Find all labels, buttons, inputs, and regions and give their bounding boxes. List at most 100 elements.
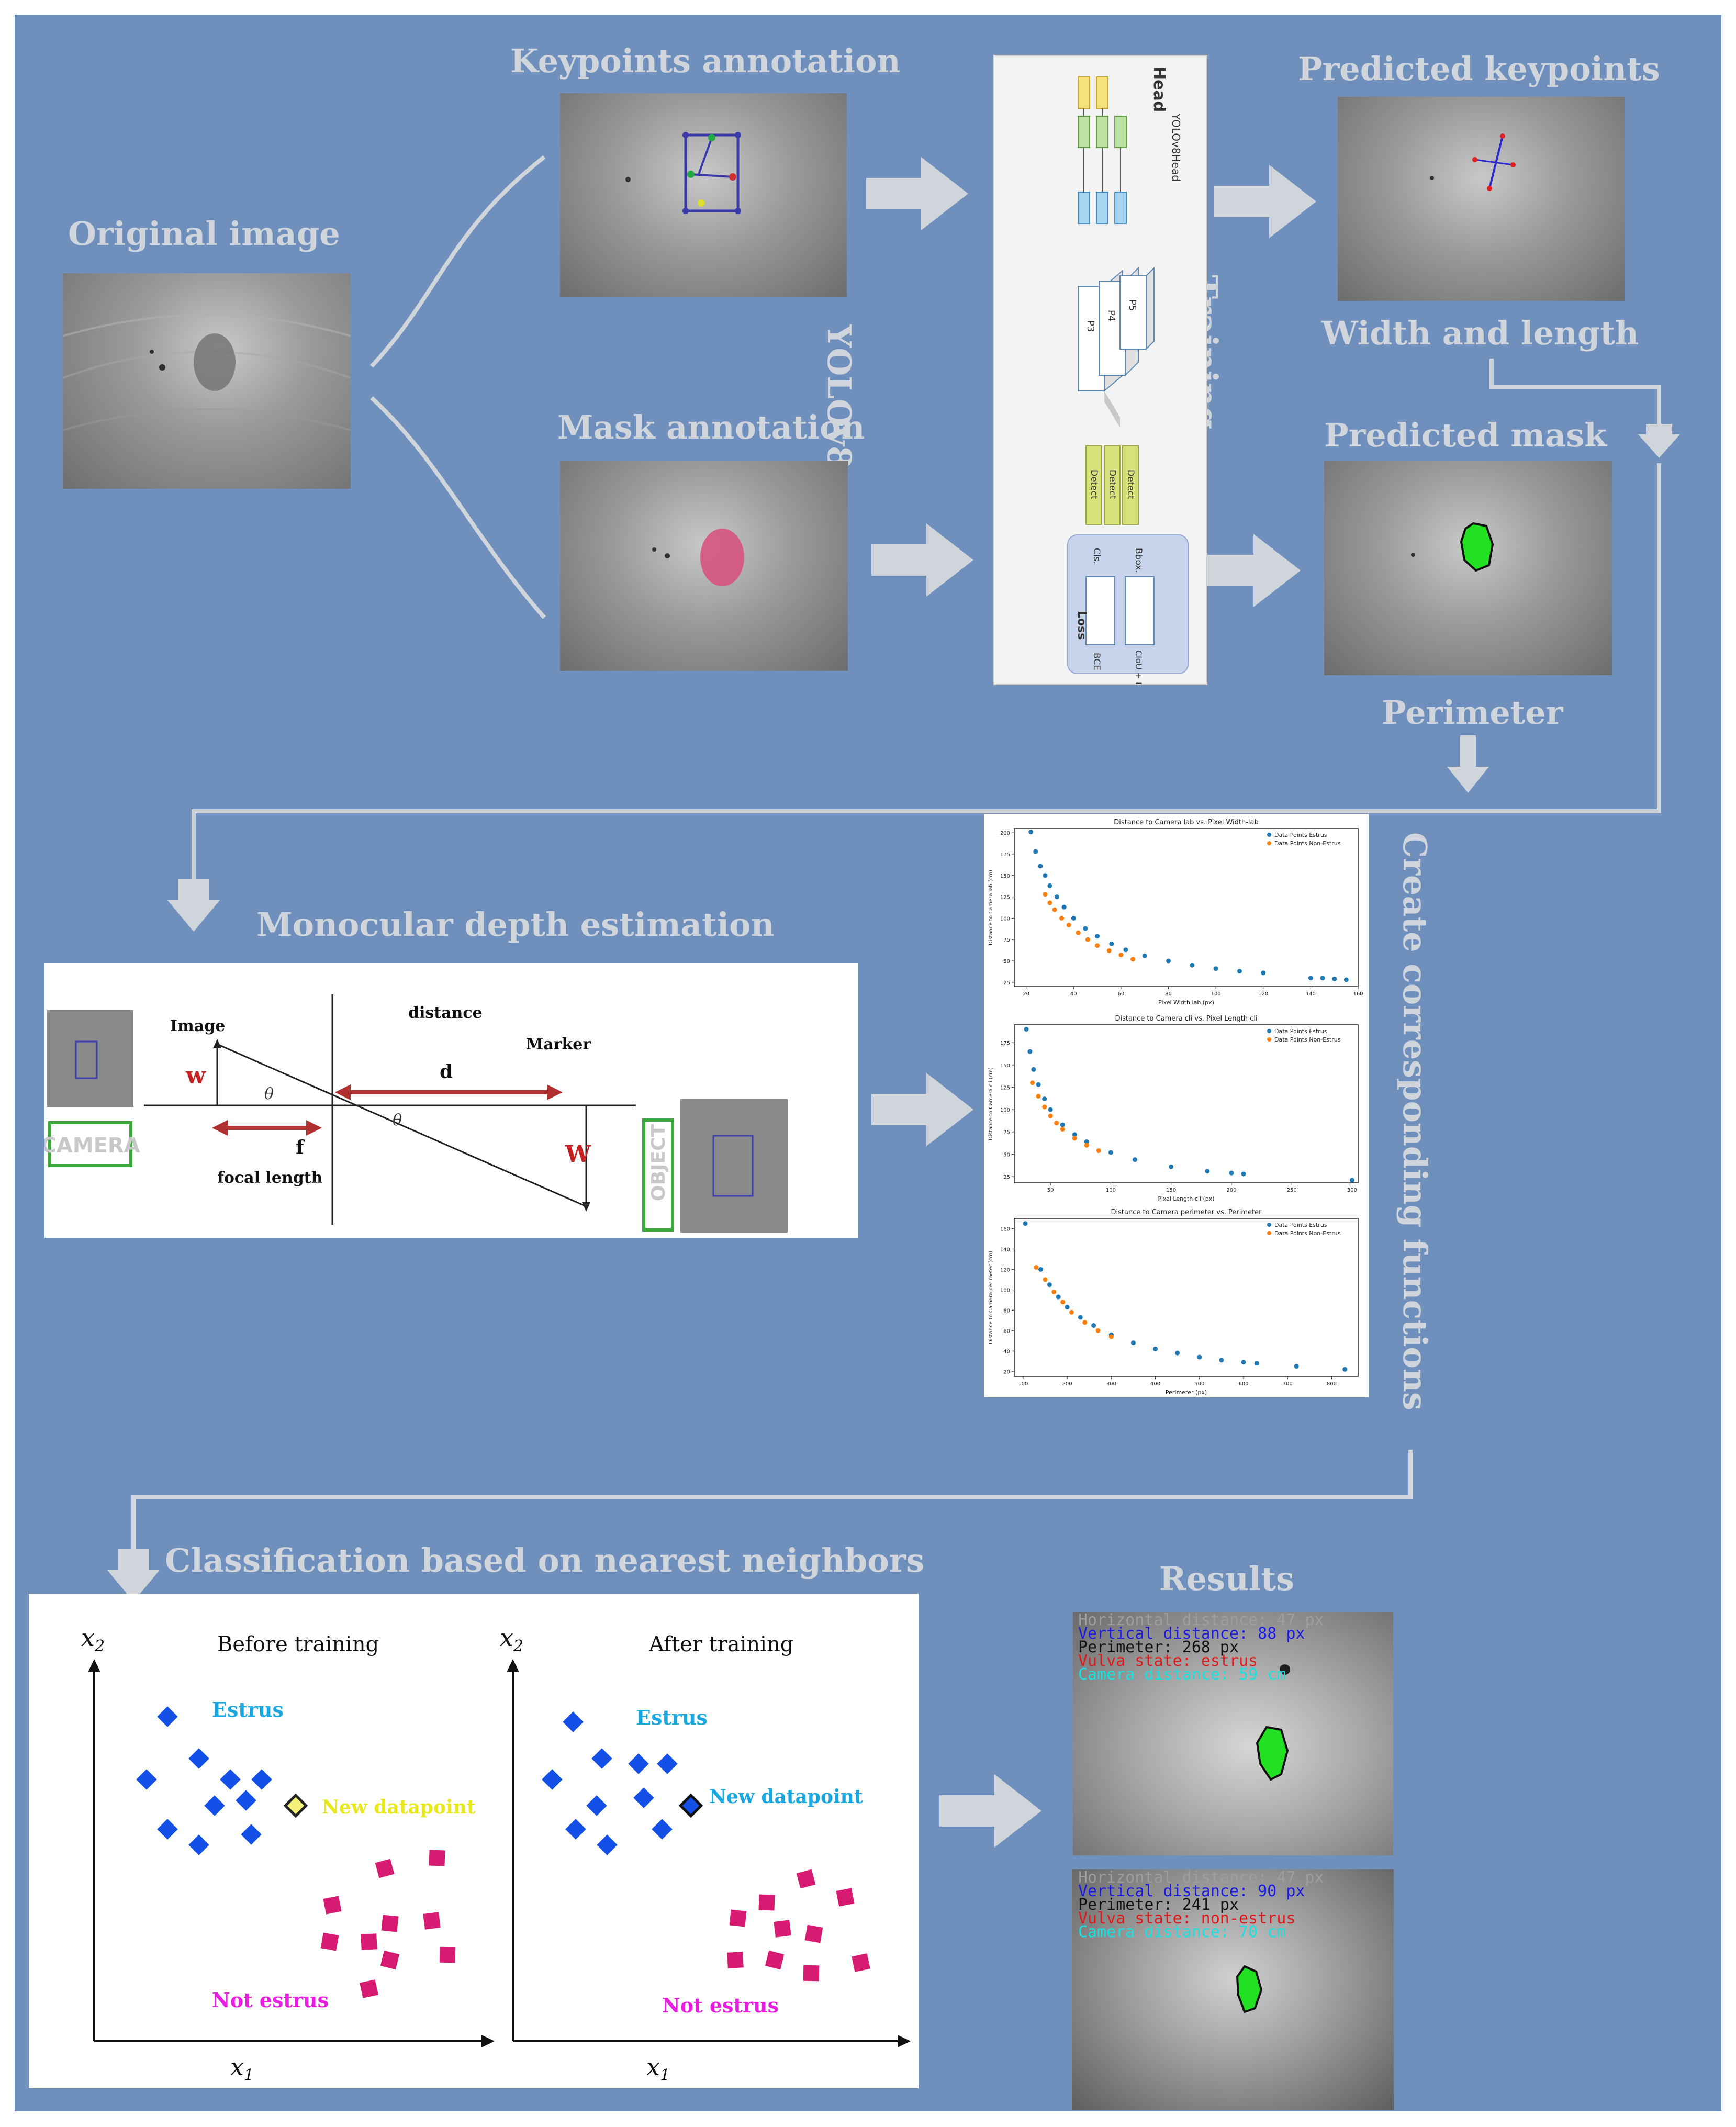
x-tick-label: 160 [1353, 991, 1363, 997]
predicted-keypoints-photo [1338, 97, 1625, 301]
x-tick-label: 100 [1211, 991, 1221, 997]
data-point [1027, 1049, 1033, 1054]
y-tick-label: 50 [1003, 959, 1010, 965]
estrus-point-after [565, 1819, 586, 1840]
arrow-yolo-to-keypoints [1214, 165, 1316, 238]
estrus-point-after [591, 1748, 612, 1769]
yolo-head-subtitle: YOLOv8Head [1170, 113, 1182, 182]
y-tick-label: 140 [1000, 1247, 1010, 1252]
mask-polygon [1460, 522, 1494, 572]
object-box [642, 1118, 674, 1232]
x-tick-label: 140 [1306, 991, 1316, 997]
data-point [1130, 957, 1136, 962]
result-top-horizontal: Horizontal distance: 47 px [1078, 1612, 1324, 1629]
data-point [1028, 830, 1034, 835]
result-bottom-horizontal: Horizontal distance: 47 px [1078, 1869, 1324, 1887]
x-tick-label: 20 [1023, 991, 1029, 997]
data-point [1051, 1289, 1057, 1294]
legend-label: Data Points Non-Estrus [1274, 1036, 1341, 1043]
data-point [1055, 894, 1060, 900]
not-estrus-point-after [804, 1924, 823, 1943]
theta-1: θ [264, 1085, 274, 1103]
data-point [1294, 1364, 1299, 1369]
y-tick-label: 125 [1000, 895, 1010, 901]
arrow-yolo-to-mask [1199, 534, 1301, 607]
result-top-vertical: Vertical distance: 88 px [1078, 1625, 1305, 1643]
chart-title: Distance to Camera perimeter vs. Perimet… [1111, 1208, 1262, 1216]
estrus-point-before [188, 1748, 209, 1769]
data-point [1349, 1178, 1354, 1183]
x2-left-main: x [81, 1624, 95, 1652]
arrow-mask-to-yolo [871, 523, 973, 597]
data-point [1109, 941, 1114, 946]
estrus-point-before [157, 1819, 178, 1840]
x1-label-right: x1 [646, 2053, 670, 2085]
not-estrus-point-after [852, 1953, 870, 1972]
original-image-texture [63, 314, 351, 431]
data-point [1024, 1027, 1029, 1032]
camera-box [48, 1121, 132, 1167]
data-point [1142, 953, 1147, 958]
data-point [1048, 1107, 1053, 1112]
after-training-title: After training [648, 1632, 793, 1656]
estrus-point-after [563, 1711, 584, 1732]
x-tick-label: 100 [1018, 1381, 1028, 1387]
x2-label-left: x2 [81, 1624, 105, 1655]
data-point [1308, 976, 1313, 981]
label-keypoints-annotation: Keypoints annotation [510, 42, 901, 80]
estrus-point-after [542, 1769, 563, 1790]
legend-label: Data Points Estrus [1274, 1222, 1327, 1228]
data-point [1175, 1350, 1180, 1356]
y-tick-label: 80 [1003, 1308, 1010, 1314]
estrus-point-before [157, 1706, 178, 1727]
loss-bce: BCE [1091, 653, 1102, 670]
x2-left-sub: 2 [94, 1637, 105, 1655]
data-point [1213, 966, 1218, 971]
y-tick-label: 60 [1003, 1328, 1010, 1334]
y-tick-label: 100 [1000, 916, 1010, 922]
estrus-point-before [220, 1769, 241, 1790]
legend-label: Data Points Estrus [1274, 1028, 1327, 1035]
arrow-down-depth [167, 879, 220, 932]
data-point [1043, 1277, 1048, 1282]
data-point [1254, 1361, 1259, 1366]
legend-label: Data Points Non-Estrus [1274, 840, 1341, 847]
estrus-point-before [241, 1824, 262, 1845]
data-point [1320, 976, 1325, 981]
result-top-camera: Camera distance: 59 cm [1078, 1665, 1286, 1684]
data-point [1054, 1121, 1059, 1126]
data-point [1034, 1265, 1039, 1270]
x-tick-label: 600 [1238, 1381, 1248, 1387]
x1-label-left: x1 [230, 2053, 254, 2085]
not-estrus-point-after [758, 1894, 775, 1911]
predicted-keypoints-overlay [1430, 133, 1516, 191]
data-point [1066, 922, 1071, 927]
data-point [1118, 953, 1124, 958]
data-point [1061, 904, 1067, 910]
result-image-bottom: Horizontal distance: 47 px Vertical dist… [1072, 1869, 1394, 2110]
x1-right-sub: 1 [660, 2066, 670, 2085]
data-point [1060, 1127, 1065, 1132]
not-estrus-point-after [774, 1920, 791, 1938]
x-tick-label: 100 [1106, 1188, 1116, 1193]
image-label: Image [170, 1017, 225, 1035]
y-tick-label: 20 [1003, 1369, 1010, 1375]
y-tick-label: 120 [1000, 1267, 1010, 1273]
not-estrus-point-before [380, 1950, 400, 1970]
data-point [1095, 943, 1100, 948]
keypoints-annotation-photo [560, 93, 847, 297]
loss-cls: Cls. [1091, 548, 1102, 564]
data-point [1085, 937, 1090, 942]
x-tick-label: 400 [1150, 1381, 1160, 1387]
yolo-architecture-panel: P3 P4 P5 Detect Detect Detect Loss Cls. … [993, 55, 1207, 698]
result-top-state: Vulva state: estrus [1078, 1652, 1258, 1670]
chart-ylabel: Distance to Camera cli (cm) [988, 1067, 994, 1140]
data-point [1038, 864, 1043, 869]
x-tick-label: 50 [1047, 1188, 1054, 1193]
not-estrus-point-after [727, 1952, 744, 1968]
result-bottom-perimeter: Perimeter: 241 px [1078, 1896, 1239, 1914]
loss-title: Loss [1075, 611, 1088, 640]
legend-marker [1267, 1231, 1271, 1235]
arrow-down-knn [107, 1549, 160, 1602]
